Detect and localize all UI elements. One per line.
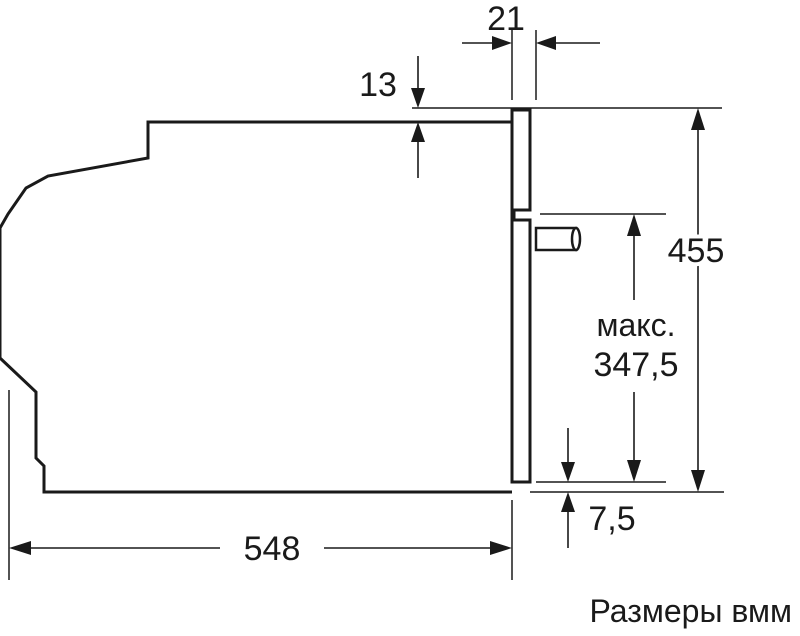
- dim-21-label: 21: [487, 0, 525, 38]
- dim-13-label: 13: [359, 66, 397, 104]
- dim-548-right-arrow: [490, 541, 512, 555]
- dim-548-label: 548: [244, 530, 301, 568]
- door-handle-cap: [570, 226, 582, 252]
- front-door-panel: [510, 108, 532, 484]
- dim-21-right-arrow: [536, 36, 556, 50]
- dim-7-5-label: 7,5: [588, 500, 635, 538]
- dim-21-left-arrow: [492, 36, 512, 50]
- dim-548-left-arrow: [9, 541, 31, 555]
- units-caption: Размеры вмм: [589, 593, 792, 629]
- dim-455-bottom-arrow: [691, 470, 705, 492]
- door-handle: [534, 226, 578, 252]
- dim-max-qualifier-label: макс.: [596, 307, 675, 343]
- appliance-body-outline: [0, 120, 512, 494]
- dim-13-lower-arrow: [411, 122, 425, 142]
- dim-7-5-lower-arrow: [561, 492, 575, 512]
- dim-max-top-arrow: [627, 214, 641, 236]
- dim-455-label: 455: [668, 232, 725, 270]
- dim-455-top-arrow: [691, 108, 705, 130]
- dim-7-5-upper-arrow: [561, 462, 575, 482]
- dim-13-upper-arrow: [411, 88, 425, 108]
- dim-max-bottom-arrow: [627, 460, 641, 482]
- dim-max-value-label: 347,5: [593, 346, 678, 384]
